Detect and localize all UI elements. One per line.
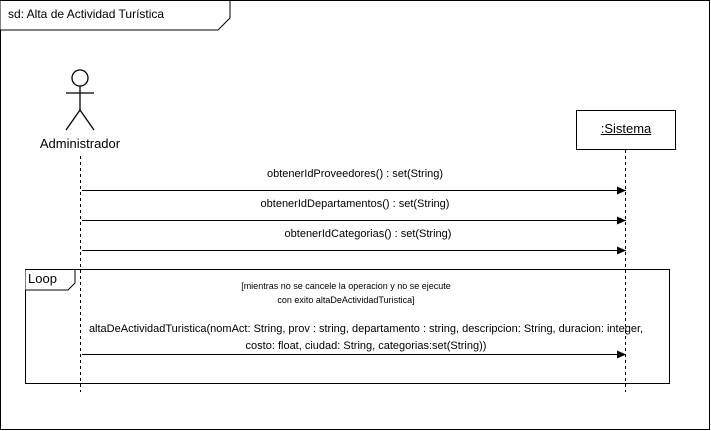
message-label-2: obtenerIdDepartamentos() : set(String) [260, 198, 450, 210]
actor-icon [65, 69, 95, 131]
loop-guard-line-1: [mientras no se cancele la operacion y n… [241, 281, 451, 291]
message-label-3: obtenerIdCategorias() : set(String) [284, 228, 452, 240]
loop-fragment [25, 269, 670, 384]
loop-label-tab [25, 269, 76, 291]
frame-title: sd: Alta de Actividad Turística [8, 7, 165, 21]
message-label-1: obtenerIdProveedores() : set(String) [266, 168, 444, 180]
actor-name: Administrador [39, 136, 121, 151]
loop-message-line-1: altaDeActividadTuristica(nomAct: String,… [88, 323, 644, 335]
frame-title-tab [0, 0, 231, 31]
loop-guard-line-2: con exito altaDeActividadTuristica] [277, 295, 415, 305]
loop-message-line-2: costo: float, ciudad: String, categorias… [245, 340, 487, 352]
system-box [576, 110, 676, 150]
loop-label: Loop [28, 271, 57, 286]
system-name: :Sistema [600, 121, 652, 136]
